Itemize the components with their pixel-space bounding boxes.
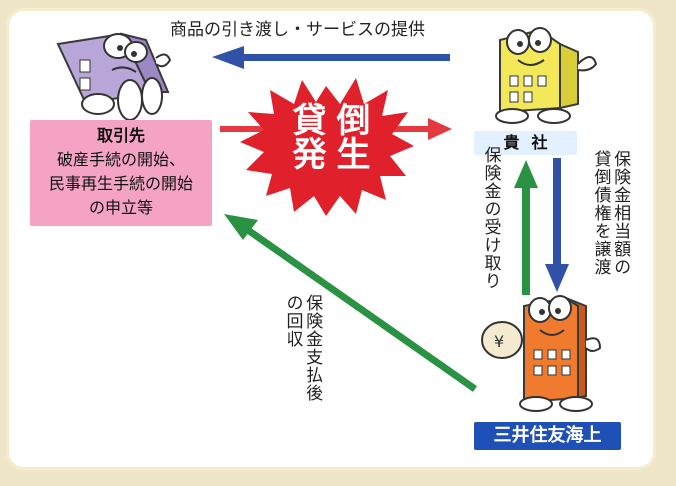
partner-line-3: の申立等 [88,198,153,217]
company-character-icon [495,27,598,124]
event-text-col2: 倒生 [330,102,370,170]
transfer-label-col1: 保険金相当額の [610,150,631,276]
burst-icon [240,78,414,216]
service-flow-label: 商品の引き渡し・サービスの提供 [170,20,425,40]
partner-character-icon [56,32,172,121]
company-label-box: 貴社 [474,131,577,155]
event-text-col1: 貸発 [286,102,326,170]
svg-text:¥: ¥ [494,332,504,351]
transfer-label: 保険金相当額の 貸倒債権を譲渡 [590,150,631,276]
claim-transfer-arrow [545,158,569,292]
partner-line-1: 破産手続の開始、 [56,150,185,169]
insurer-character-icon: ¥ [481,295,602,412]
default-arrow [220,118,452,140]
recovery-label-col1: 保険金支払後 [302,294,323,402]
recovery-arrow [224,214,478,392]
recovery-label-col2: の回収 [282,294,303,348]
received-insurance-label: 保険金の受け取り [480,146,501,290]
partner-box: 取引先 破産手続の開始、 民事再生手続の開始 の申立等 [30,120,212,226]
partner-title: 取引先 [96,126,145,145]
insurance-payment-arrow [514,160,538,295]
recovery-label: 保険金支払後 の回収 [282,294,323,402]
partner-line-2: 民事再生手続の開始 [48,174,193,193]
insurer-label-box: 三井住友海上 [474,422,621,450]
transfer-label-col2: 貸倒債権を譲渡 [590,150,611,276]
service-arrow [212,46,450,69]
